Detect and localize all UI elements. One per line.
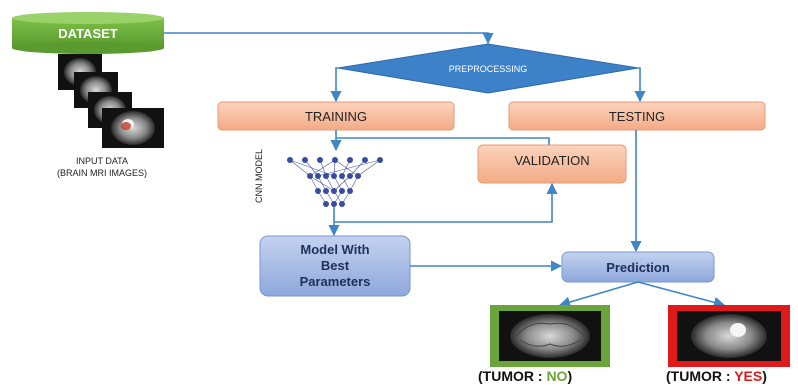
outcome-no-prefix: (TUMOR : — [478, 368, 547, 384]
arrow-to-testing — [634, 67, 646, 103]
arrow-to-training — [330, 67, 342, 103]
outcome-yes-image — [668, 305, 790, 367]
model-best-line1: Model With — [300, 242, 370, 257]
cnn-network-icon — [287, 157, 383, 207]
arrow-prediction-to-yes — [637, 281, 726, 308]
model-best-line2: Best — [320, 258, 350, 273]
arrow-validation-feedback — [336, 137, 550, 145]
training-label: TRAINING — [304, 108, 368, 124]
input-caption-line1: INPUT DATA — [76, 156, 128, 166]
dataset-label: DATASET — [58, 26, 118, 41]
outcome-no-suffix: ) — [567, 368, 573, 384]
arrow-to-validation — [334, 182, 558, 223]
connectors — [164, 32, 726, 308]
outcome-yes-value: YES — [734, 368, 763, 384]
testing-label: TESTING — [608, 108, 666, 124]
outcome-no-value: NO — [546, 368, 568, 384]
outcome-yes-prefix: (TUMOR : — [666, 368, 735, 384]
outcome-no-image — [490, 305, 610, 367]
cnn-model-label: CNN MODEL — [254, 149, 264, 203]
preprocessing-label: PREPROCESSING — [449, 64, 528, 74]
mri-image-stack — [58, 54, 164, 148]
model-best-line3: Parameters — [299, 274, 371, 289]
outcome-yes-label: (TUMOR : YES) — [666, 368, 767, 384]
outcome-no-label: (TUMOR : NO) — [478, 368, 572, 384]
dataset-cylinder — [12, 12, 164, 54]
prediction-label: Prediction — [606, 259, 670, 275]
validation-label: VALIDATION — [514, 152, 590, 168]
arrow-dataset-to-preprocessing — [164, 32, 494, 45]
arrow-prediction-to-no — [558, 281, 639, 308]
model-best-label: Model With Best Parameters — [260, 236, 410, 296]
outcome-yes-suffix: ) — [762, 368, 767, 384]
input-caption-line2: (BRAIN MRI IMAGES) — [57, 168, 147, 178]
